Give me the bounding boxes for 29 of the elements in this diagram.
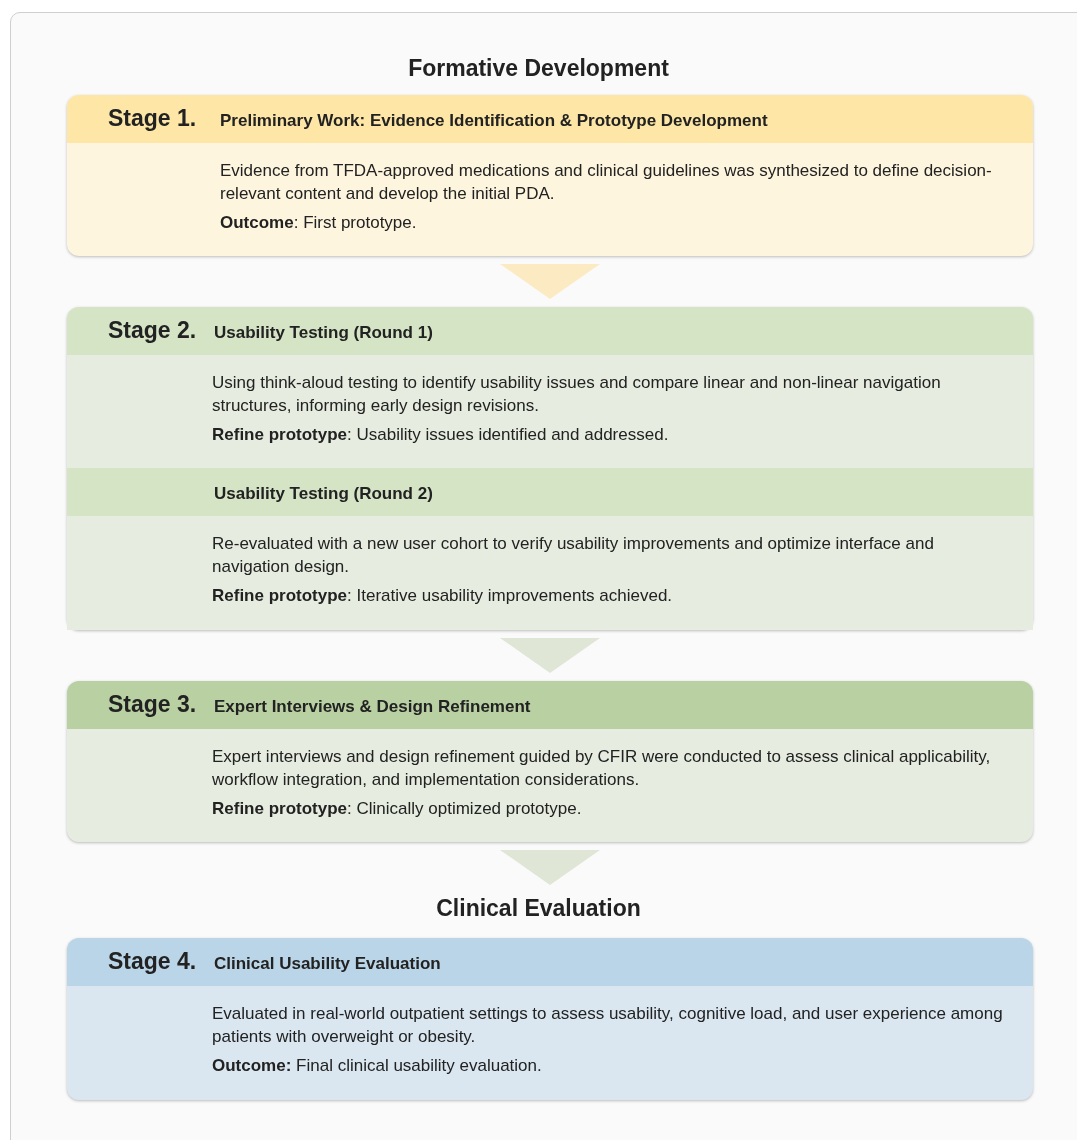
outcome-text: Refine prototype: Iterative usability improvements achieved. bbox=[212, 586, 673, 606]
chevron-arrow bbox=[500, 264, 600, 299]
stage-card bbox=[67, 95, 1033, 256]
stage-card bbox=[67, 938, 1033, 1100]
description-text: Evidence from TFDA-approved medications and clinical guidelines was synthesized to define decision-relevant content and develop the initial PDA. bbox=[220, 160, 993, 205]
stage-label: Stage 2. bbox=[108, 317, 197, 344]
description-text: Evaluated in real-world outpatient settings to assess usability, cognitive load, and user experience among patients with overweight or obesity. bbox=[212, 1003, 1004, 1048]
outcome-text: Outcome: First prototype. bbox=[220, 213, 417, 233]
stage-label: Stage 3. bbox=[108, 691, 197, 718]
description-text: Re-evaluated with a new user cohort to verify usability improvements and optimize interface and navigation design. bbox=[212, 533, 935, 578]
stage-card bbox=[67, 681, 1033, 842]
card-section bbox=[67, 468, 1033, 630]
stage-label: Stage 4. bbox=[108, 948, 197, 975]
section-heading: Formative Development bbox=[407, 55, 670, 82]
stage-label: Stage 1. bbox=[108, 105, 197, 132]
outcome-text: Refine prototype: Usability issues identified and addressed. bbox=[212, 425, 669, 445]
stage-title: Expert Interviews & Design Refinement bbox=[214, 697, 531, 717]
stage-title: Preliminary Work: Evidence Identification & Prototype Development bbox=[220, 111, 768, 131]
description-text: Using think-aloud testing to identify usability issues and compare linear and non-linear navigation structures, informing early design revisions. bbox=[212, 372, 942, 417]
stage-card bbox=[67, 307, 1033, 630]
outcome-text: Refine prototype: Clinically optimized prototype. bbox=[212, 799, 582, 819]
description-text: Expert interviews and design refinement guided by CFIR were conducted to assess clinical applicability, workflow integration, and implementation considerations. bbox=[212, 746, 992, 791]
stage-title: Usability Testing (Round 1) bbox=[214, 323, 433, 343]
chevron-arrow bbox=[500, 850, 600, 885]
stage-title: Usability Testing (Round 2) bbox=[214, 484, 433, 504]
stage-title: Clinical Usability Evaluation bbox=[214, 954, 441, 974]
chevron-arrow bbox=[500, 638, 600, 673]
section-heading: Clinical Evaluation bbox=[435, 895, 642, 922]
outcome-text: Outcome: Final clinical usability evaluation. bbox=[212, 1056, 542, 1076]
